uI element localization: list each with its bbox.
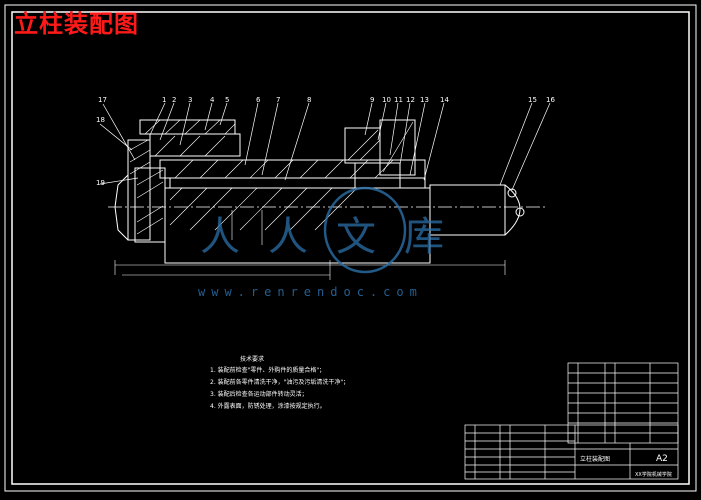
tech-requirements: 技术要求 1. 装配前检查"零件、外购件的质量合格"； 2. 装配前各零件清洗干…: [210, 355, 349, 410]
balloon: 14: [440, 96, 449, 104]
balloon: 5: [225, 96, 229, 104]
balloon-labels: 17 1 2 3 4 5 6 7 8 9 10 11 12 13 14 15 1…: [96, 96, 555, 187]
balloon: 4: [210, 96, 215, 104]
balloon: 19: [96, 179, 105, 187]
balloon: 1: [162, 96, 166, 104]
balloon: 11: [394, 96, 403, 104]
balloon: 8: [307, 96, 311, 104]
assembly-view: [99, 102, 551, 280]
balloon: 17: [98, 96, 107, 104]
inner-frame: [11, 11, 690, 485]
drawing-name: 立柱装配图: [580, 455, 610, 463]
balloon: 10: [382, 96, 391, 104]
balloon: 13: [420, 96, 429, 104]
balloon: 18: [96, 116, 105, 124]
balloon: 9: [370, 96, 374, 104]
outer-frame: [4, 4, 697, 492]
tech-requirement-item: 4. 外露表面，防锈处理，涂漆按规定执行。: [210, 402, 326, 410]
watermark-logo-text: 人人文库: [200, 214, 472, 260]
title-block: [464, 424, 679, 480]
tech-requirement-item: 1. 装配前检查"零件、外购件的质量合格"；: [210, 366, 325, 374]
tech-requirement-item: 2. 装配前各零件清洗干净，"油污及污垢清洗干净"；: [210, 378, 349, 386]
tech-requirements-heading: 技术要求: [240, 355, 264, 363]
balloon: 2: [172, 96, 176, 104]
school-name: XX学院机械学院: [635, 471, 672, 478]
title-block-text: 立柱装配图 A2 XX学院机械学院: [580, 454, 672, 478]
tech-requirement-item: 3. 装配后检查各运动部件转动灵活；: [210, 390, 308, 398]
balloon: 16: [546, 96, 555, 104]
page-title: 立柱装配图: [14, 10, 139, 38]
watermark-logo: 人人文库: [200, 186, 472, 274]
balloon: 12: [406, 96, 415, 104]
balloon: 15: [528, 96, 537, 104]
watermark-url: www.renrendoc.com: [198, 285, 423, 299]
balloon: 6: [256, 96, 261, 104]
balloon: 3: [188, 96, 192, 104]
balloon: 7: [276, 96, 280, 104]
sheet-size: A2: [656, 454, 668, 464]
parts-list: [567, 362, 679, 444]
